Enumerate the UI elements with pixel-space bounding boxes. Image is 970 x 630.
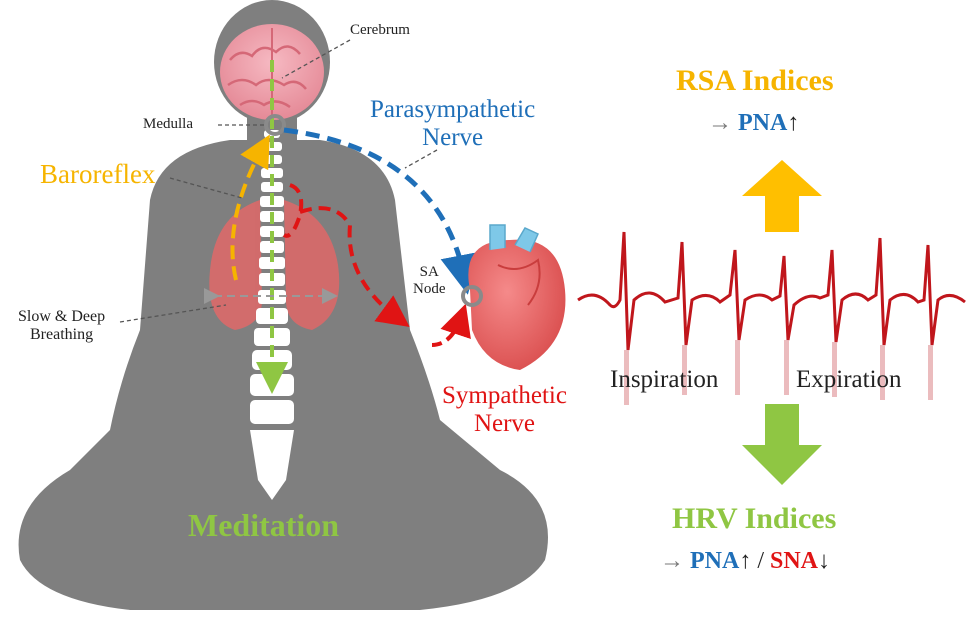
sympathetic-line2: Nerve [473,409,536,437]
parasympathetic-line2: Nerve [422,123,484,151]
inspiration-label: Inspiration [610,366,719,393]
rsa-effect: → PNA↑ [708,110,799,136]
parasympathetic-leader [404,149,438,169]
sa-node-marker [461,285,483,307]
sympathetic-nerve-label: Sympathetic Nerve [442,382,567,437]
hrv-effect: → PNA↑ / SNA↓ [660,548,830,574]
hrv-down: ↓ [818,548,831,574]
rsa-pna: PNA [738,110,788,136]
cerebrum-label: Cerebrum [350,22,410,38]
hrv-arrow: → [660,548,684,574]
cerebrum-leader [281,39,351,79]
hrv-title: HRV Indices [672,502,837,535]
baroreflex-arrow [230,134,270,281]
up-arrow-icon [742,160,822,232]
down-arrow-icon [742,404,822,485]
rsa-title: RSA Indices [676,64,834,97]
parasympathetic-arrow [283,127,480,295]
baroreflex-label: Baroreflex [40,159,156,189]
rsa-up: ↑ [787,110,800,136]
parasympathetic-line1: Parasympathetic [370,96,536,123]
sympathetic-arrow [282,183,400,320]
ecg-waveform-icon [577,231,966,405]
rsa-arrow: → [708,110,732,136]
sympathetic-arrow-2 [431,303,471,347]
hrv-pna: PNA [690,548,740,574]
meditation-label: Meditation [188,507,340,543]
breathing-line2: Breathing [30,325,94,343]
sa-node-line2: Node [413,280,446,297]
sa-node-line1: SA [419,264,439,280]
parasympathetic-nerve-label: Parasympathetic Nerve [370,96,535,151]
hrv-up: ↑ [739,548,752,574]
sa-node-label: SA Node [413,264,446,297]
sympathetic-line1: Sympathetic [442,382,567,409]
expiration-label: Expiration [796,366,902,393]
breathing-leader [119,304,227,323]
breathing-label: Slow & Deep Breathing [18,308,105,343]
breathing-line1: Slow & Deep [18,308,106,325]
medulla-marker [264,114,286,136]
medulla-label: Medulla [143,116,193,132]
hrv-sna: SNA [770,548,819,574]
hrv-separator: / [757,548,764,574]
heart-icon [468,224,566,370]
baroreflex-leader [169,177,243,199]
